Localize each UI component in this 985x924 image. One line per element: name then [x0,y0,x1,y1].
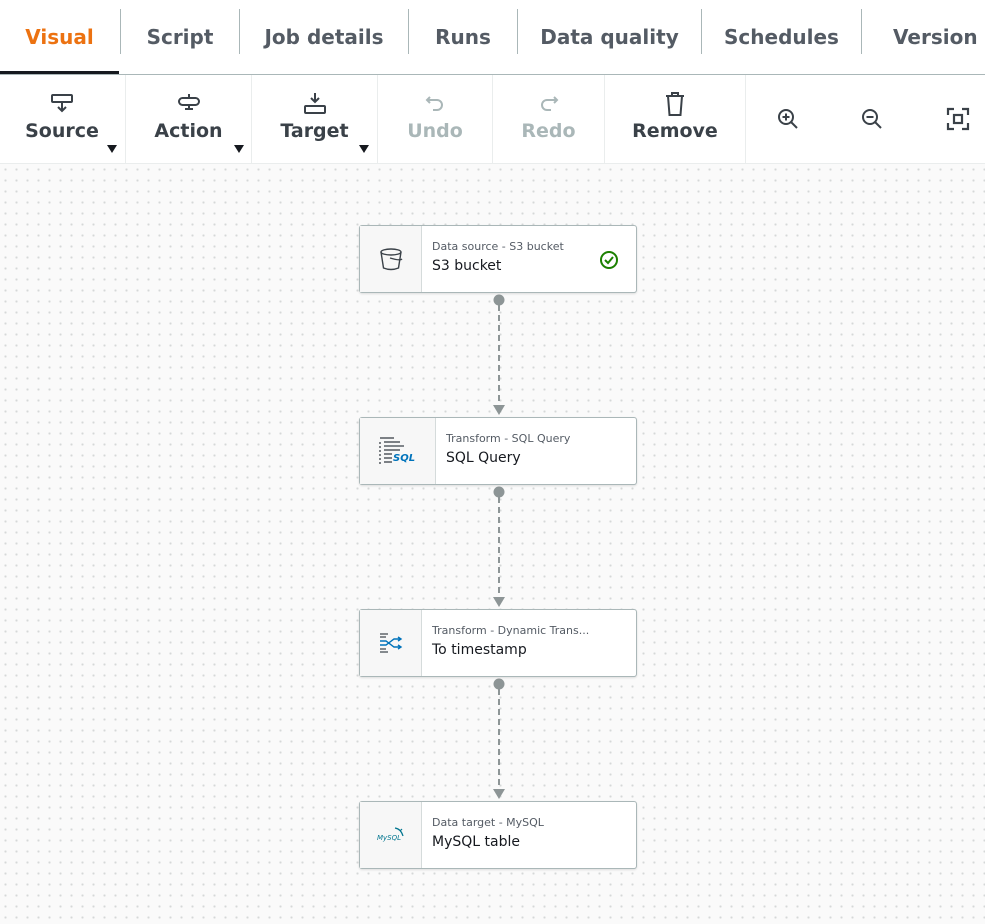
tab-script[interactable]: Script [146,24,214,49]
dynamic-transform-icon [379,633,402,653]
node-name: S3 bucket [432,258,502,274]
svg-text:MySQL: MySQL [377,834,401,842]
node-name: MySQL table [432,834,520,850]
source-button[interactable]: Source [0,75,124,163]
node-to-timestamp[interactable]: Transform - Dynamic Trans... To timestam… [359,609,637,677]
node-icon-container [360,610,422,676]
tab-runs[interactable]: Runs [435,24,491,49]
redo-label: Redo [521,120,576,142]
toolbar-divider [377,75,378,163]
target-label: Target [280,120,349,142]
remove-label: Remove [632,120,718,142]
action-button[interactable]: Action [126,75,251,163]
edge-sql-to-timestamp [493,486,505,607]
visual-canvas[interactable]: Data source - S3 bucket S3 bucket [0,164,985,924]
node-s3-bucket[interactable]: Data source - S3 bucket S3 bucket [359,225,637,293]
redo-button[interactable]: Redo [493,75,604,163]
graph-edges [493,294,505,799]
mysql-icon: MySQL [377,827,404,842]
node-name: SQL Query [446,450,521,466]
toolbar-divider [492,75,493,163]
toolbar-divider [125,75,126,163]
fit-view-button[interactable] [938,75,978,163]
tab-divider [408,9,409,54]
sql-query-icon: SQL [378,437,415,464]
node-mysql-table[interactable]: MySQL Data target - MySQL MySQL table [359,801,637,869]
target-dropdown-caret-icon[interactable] [359,145,369,153]
zoom-in-icon [778,109,798,129]
remove-button[interactable]: Remove [605,75,745,163]
node-type-label: Transform - Dynamic Trans... [432,624,590,637]
tab-version-control[interactable]: Version C [893,24,985,49]
zoom-in-button[interactable] [768,75,808,163]
tab-divider [239,9,240,54]
undo-button[interactable]: Undo [378,75,492,163]
node-sql-query[interactable]: SQL Transform - SQL Query SQL Query [359,417,637,485]
action-icon [176,92,202,116]
source-icon [50,92,74,116]
zoom-out-button[interactable] [852,75,892,163]
tab-data-quality[interactable]: Data quality [540,24,679,49]
fit-view-icon [946,107,970,131]
target-button[interactable]: Target [252,75,377,163]
trash-icon [664,92,686,116]
edge-s3-to-sql [493,294,505,415]
node-name: To timestamp [432,642,527,658]
node-type-label: Data target - MySQL [432,816,544,829]
target-icon [303,92,327,116]
node-icon-container [360,226,422,292]
source-dropdown-caret-icon[interactable] [107,145,117,153]
node-icon-container: SQL [360,418,436,484]
node-type-label: Data source - S3 bucket [432,240,564,253]
toolbar-divider [251,75,252,163]
node-icon-container: MySQL [360,802,422,868]
tab-divider [861,9,862,54]
canvas-toolbar: Source Action Target [0,75,985,164]
undo-label: Undo [407,120,463,142]
redo-icon [538,92,560,116]
action-dropdown-caret-icon[interactable] [234,145,244,153]
tab-divider [120,9,121,54]
edge-timestamp-to-mysql [493,678,505,799]
success-check-icon [599,250,619,274]
zoom-out-icon [862,109,882,129]
undo-icon [424,92,446,116]
source-label: Source [25,120,99,142]
svg-text:SQL: SQL [393,453,415,464]
s3-bucket-icon [379,248,402,271]
tab-job-details[interactable]: Job details [264,24,384,49]
node-type-label: Transform - SQL Query [446,432,571,445]
toolbar-divider [745,75,746,163]
tab-divider [517,9,518,54]
action-label: Action [154,120,223,142]
tab-bar: Visual Script Job details Runs Data qual… [0,0,985,75]
tab-schedules[interactable]: Schedules [724,24,839,49]
tab-divider [701,9,702,54]
toolbar-divider [604,75,605,163]
tab-visual[interactable]: Visual [0,0,119,74]
